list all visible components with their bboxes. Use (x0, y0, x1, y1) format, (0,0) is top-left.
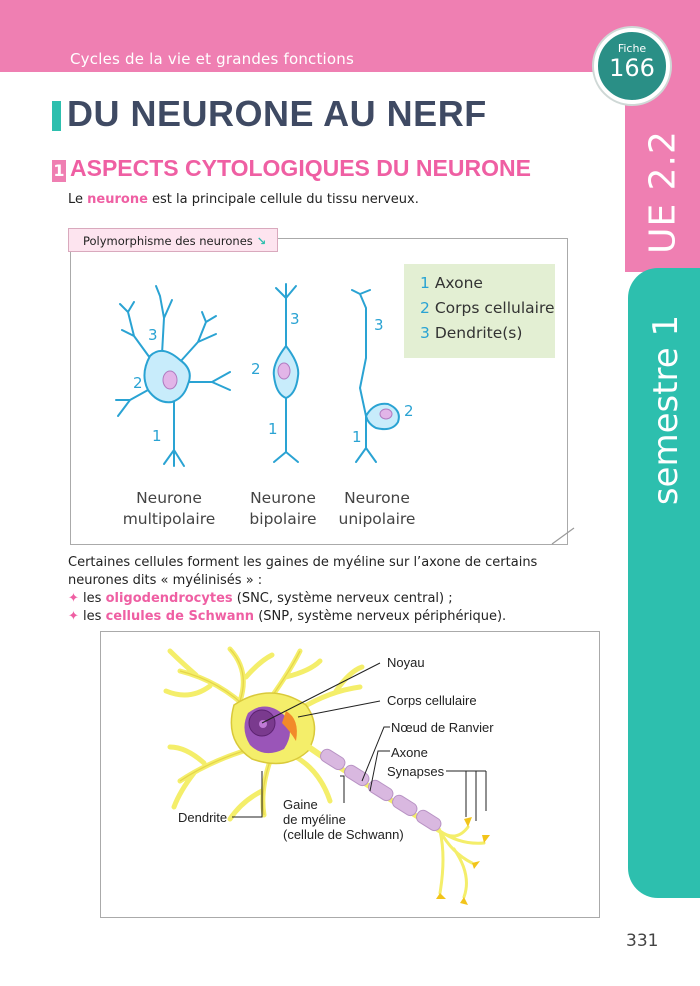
caption-line: unipolaire (338, 510, 416, 528)
myelin-line-2: neurones dits « myélinisés » : (68, 573, 263, 588)
section-title: ASPECTS CYTOLOGIQUES DU NEURONE (70, 155, 531, 181)
header-band: Cycles de la vie et grandes fonctions (0, 0, 700, 72)
multipolar-dendrite-1 (119, 301, 151, 359)
caption-line: multipolaire (122, 510, 216, 528)
bullet-highlight: cellules de Schwann (105, 609, 255, 624)
page-number: 331 (626, 931, 659, 951)
intro-before: Le (68, 192, 88, 207)
caption-line: bipolaire (249, 510, 317, 528)
page-title: DU NEURONE AU NERF (67, 93, 487, 134)
unipolar-label-2: 2 (404, 402, 414, 420)
bullet-icon: ✦ (68, 591, 79, 606)
legend-label: Axone (434, 274, 483, 292)
label-corps-cellulaire: Corps cellulaire (387, 693, 477, 708)
caption-line: Neurone (250, 489, 316, 507)
caption-unipolar: Neurone unipolaire (312, 488, 442, 530)
intro-text: Le neurone est la principale cellule du … (68, 192, 419, 207)
bullet-item-oligodendrocytes: ✦ les oligodendrocytes (SNC, système ner… (68, 590, 453, 608)
caption-line: Neurone (344, 489, 410, 507)
unipolar-dendrite (351, 289, 375, 417)
fiche-number: 166 (609, 54, 655, 82)
legend-label: Corps cellulaire (434, 299, 555, 317)
myelin-line-1: Certaines cellules forment les gaines de… (68, 555, 538, 570)
multipolar-dendrite-3 (179, 311, 217, 363)
bullet-item-schwann: ✦ les cellules de Schwann (SNP, système … (68, 608, 506, 626)
multipolar-nucleus (162, 370, 178, 390)
chapter-title: Cycles de la vie et grandes fonctions (70, 50, 355, 68)
unipolar-label-3: 3 (374, 316, 384, 334)
box-corner-mark (551, 527, 575, 545)
fiche-badge: Fiche 166 (594, 28, 670, 104)
legend-number: 1 (420, 274, 430, 292)
legend-label: Dendrite(s) (434, 324, 523, 342)
label-noeud-ranvier: Nœud de Ranvier (391, 720, 494, 735)
neuron-anatomy-drawing (163, 646, 490, 905)
neuron-legend: 1 Axone 2 Corps cellulaire 3 Dendrite(s) (404, 264, 555, 358)
bipolar-dendrite (275, 283, 297, 355)
label-gaine-line3: (cellule de Schwann) (283, 827, 404, 842)
multipolar-axon (163, 399, 185, 467)
caption-line: Neurone (136, 489, 202, 507)
unipolar-axon (355, 415, 377, 463)
bipolar-label-1: 1 (268, 420, 278, 438)
side-tab-semester (628, 268, 700, 898)
myelin-sheath (320, 748, 442, 832)
title-accent-bar (52, 101, 61, 131)
bipolar-axon (273, 395, 299, 463)
bullet-highlight: oligodendrocytes (105, 591, 233, 606)
unipolar-nucleus (379, 408, 393, 420)
intro-after: est la principale cellule du tissu nerve… (147, 192, 419, 207)
fiche-label: Fiche (617, 42, 647, 55)
bullet-before: les (78, 609, 106, 624)
legend-number: 2 (420, 299, 430, 317)
label-synapses: Synapses (387, 764, 445, 779)
multipolar-dendrite-2 (155, 285, 173, 355)
legend-item: 2 Corps cellulaire (420, 299, 555, 317)
annotation-lines (232, 662, 487, 821)
label-gaine-line1: Gaine (283, 797, 318, 812)
neuron-types-drawing (115, 283, 400, 467)
multipolar-label-1: 1 (152, 427, 162, 445)
bullet-after: (SNC, système nerveux central) ; (232, 591, 453, 606)
legend-item: 3 Dendrite(s) (420, 324, 522, 342)
caption-bipolar: Neurone bipolaire (218, 488, 348, 530)
label-axone: Axone (391, 745, 428, 760)
bullet-after: (SNP, système nerveux périphérique). (254, 609, 507, 624)
figure-tab-label: Polymorphisme des neurones (83, 234, 253, 248)
bipolar-label-3: 3 (290, 310, 300, 328)
axon-terminals (438, 825, 486, 899)
label-dendrite: Dendrite (178, 810, 228, 825)
bipolar-label-2: 2 (251, 360, 261, 378)
legend-item: 1 Axone (420, 274, 483, 292)
caption-multipolar: Neurone multipolaire (104, 488, 234, 530)
unipolar-label-1: 1 (352, 428, 362, 446)
multipolar-dendrite-4 (187, 371, 231, 391)
bipolar-nucleus (277, 362, 291, 380)
bullet-before: les (78, 591, 106, 606)
organelles (282, 711, 297, 741)
multipolar-dendrite-5 (115, 389, 149, 417)
label-noyau: Noyau (387, 655, 425, 670)
intro-highlight: neurone (87, 192, 148, 207)
synapse-terminals (436, 817, 490, 905)
label-gaine-line2: de myéline (283, 812, 346, 827)
multipolar-label-3: 3 (148, 326, 158, 344)
semester-label: semestre 1 (646, 314, 686, 506)
side-tab-ue (625, 72, 700, 272)
figure-tab: Polymorphisme des neurones↘ (68, 228, 278, 252)
multipolar-label-2: 2 (133, 374, 143, 392)
arrow-icon: ↘ (256, 234, 267, 248)
section-number: 1 (52, 160, 66, 182)
bullet-icon: ✦ (68, 609, 79, 624)
legend-number: 3 (420, 324, 430, 342)
ue-label: UE 2.2 (642, 130, 684, 254)
